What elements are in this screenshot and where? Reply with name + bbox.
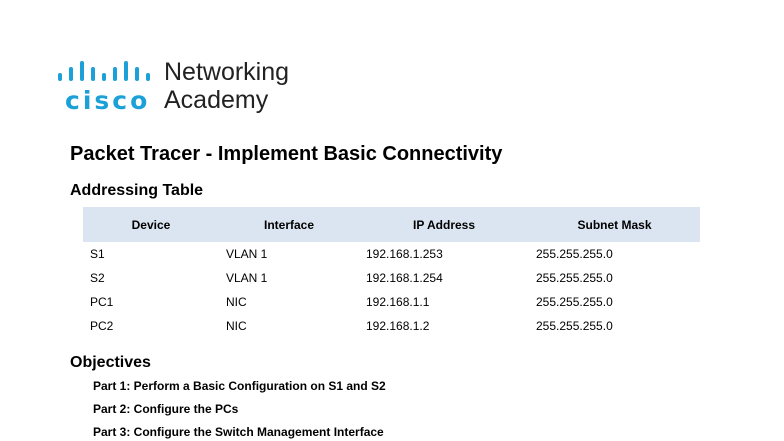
table-cell: 255.255.255.0 [536, 319, 613, 333]
table-cell: 255.255.255.0 [536, 247, 613, 261]
table-cell: S2 [90, 271, 105, 285]
table-cell: PC2 [90, 319, 114, 333]
table-cell: 192.168.1.253 [366, 247, 443, 261]
col-device: Device [83, 207, 219, 242]
col-ip: IP Address [359, 207, 529, 242]
table-cell: VLAN 1 [226, 247, 268, 261]
table-cell: 192.168.1.2 [366, 319, 430, 333]
objective-part-2: Part 2: Configure the PCs [93, 402, 239, 416]
table-cell: NIC [226, 319, 247, 333]
table-row: PC1 NIC 192.168.1.1 255.255.255.0 [83, 290, 700, 314]
table-cell: VLAN 1 [226, 271, 268, 285]
page-title: Packet Tracer - Implement Basic Connecti… [70, 143, 503, 165]
table-cell: 255.255.255.0 [536, 295, 613, 309]
table-cell: NIC [226, 295, 247, 309]
cisco-bars-logo-icon [58, 61, 150, 81]
table-cell: S1 [90, 247, 105, 261]
objective-part-3: Part 3: Configure the Switch Management … [93, 425, 384, 439]
col-mask: Subnet Mask [529, 207, 700, 242]
table-row: S2 VLAN 1 192.168.1.254 255.255.255.0 [83, 266, 700, 290]
cisco-wordmark: cisco [65, 86, 151, 115]
objectives-heading: Objectives [70, 354, 151, 371]
logo-academy: Academy [164, 86, 269, 114]
col-interface: Interface [219, 207, 359, 242]
table-cell: 255.255.255.0 [536, 271, 613, 285]
objective-part-1: Part 1: Perform a Basic Configuration on… [93, 379, 386, 393]
table-cell: PC1 [90, 295, 114, 309]
table-header: Device Interface IP Address Subnet Mask [83, 207, 700, 242]
logo-networking: Networking [164, 58, 290, 86]
table-cell: 192.168.1.254 [366, 271, 443, 285]
addressing-table: Device Interface IP Address Subnet Mask … [83, 207, 700, 338]
addressing-table-heading: Addressing Table [70, 182, 204, 199]
table-row: S1 VLAN 1 192.168.1.253 255.255.255.0 [83, 242, 700, 266]
table-row: PC2 NIC 192.168.1.2 255.255.255.0 [83, 314, 700, 338]
table-cell: 192.168.1.1 [366, 295, 430, 309]
